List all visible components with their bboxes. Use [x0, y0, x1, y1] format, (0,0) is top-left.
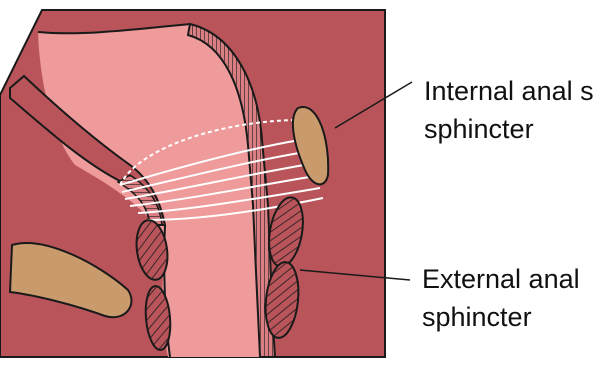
external-label-line2: sphincter — [422, 302, 532, 332]
internal-label-line2: sphincter — [424, 114, 534, 144]
internal-label-line1: Internal anal s — [424, 76, 594, 106]
external-label-line1: External anal — [422, 264, 580, 294]
